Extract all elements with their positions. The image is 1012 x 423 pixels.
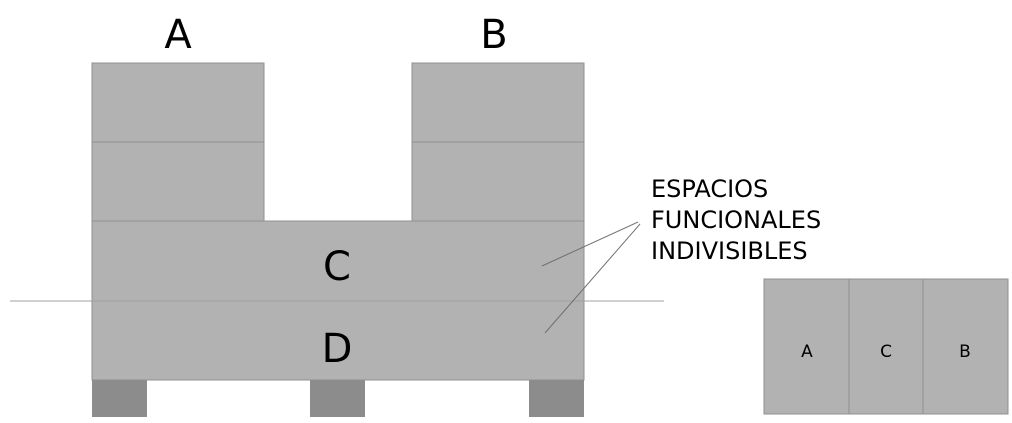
annotation-line-1: ESPACIOS [651, 175, 768, 203]
summary-cell-c-label: C [880, 342, 892, 362]
tower-a-label: A [164, 12, 192, 58]
tower-b-lower-block [411, 141, 585, 222]
summary-cell-a-label: A [801, 342, 813, 362]
tower-b-label: B [480, 12, 507, 58]
annotation-leader-line-d [544, 223, 641, 334]
summary-cell-b-label: B [959, 342, 971, 362]
support-left [92, 380, 147, 417]
annotation-line-2: FUNCIONALES [651, 206, 821, 234]
summary-cell-c [848, 278, 924, 415]
summary-cell-b [922, 278, 1009, 415]
summary-cell-a [763, 278, 850, 415]
level-c-block [91, 220, 585, 302]
support-middle [310, 380, 365, 417]
level-c-label: C [323, 244, 351, 290]
annotation-text: ESPACIOS FUNCIONALES INDIVISIBLES [651, 175, 821, 265]
main-building [91, 62, 585, 417]
tower-a-upper-block [91, 62, 265, 143]
support-right [529, 380, 584, 417]
annotation-line-3: INDIVISIBLES [651, 237, 808, 265]
annotation-leader-line-c [541, 221, 639, 267]
tower-a-lower-block [91, 141, 265, 222]
level-d-label: D [322, 326, 353, 372]
level-d-block [91, 300, 585, 381]
tower-b-upper-block [411, 62, 585, 143]
summary-plan: A C B [763, 278, 1009, 415]
